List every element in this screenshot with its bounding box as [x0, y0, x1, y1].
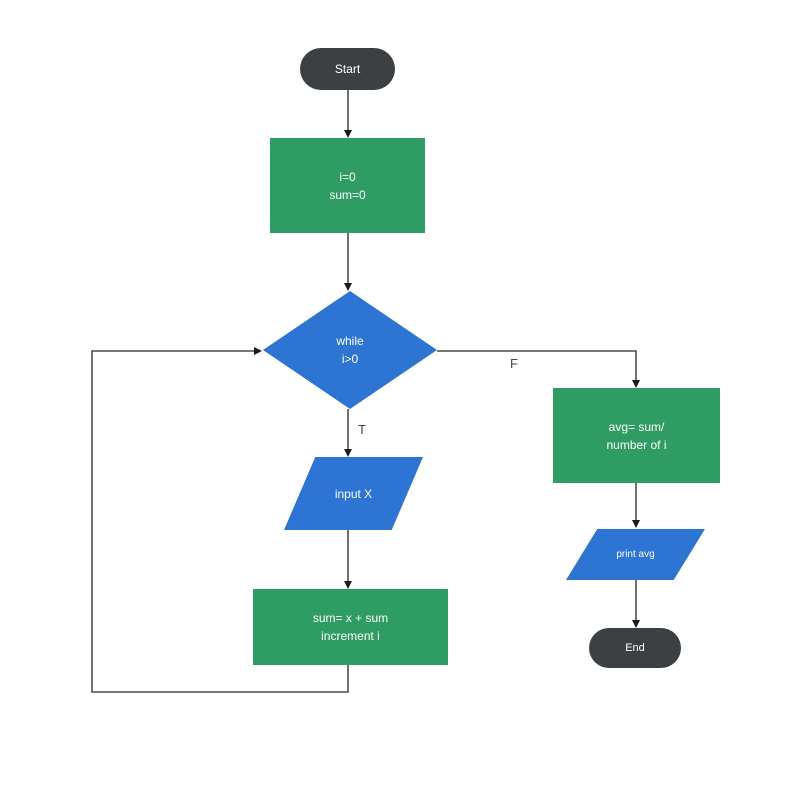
node-avg-label: avg= sum/ number of i	[606, 419, 667, 452]
node-input-x[interactable]: input X	[284, 457, 423, 530]
node-init-label: i=0 sum=0	[329, 169, 366, 202]
node-print-avg-label: print avg	[616, 549, 655, 560]
edge-label-true: T	[358, 422, 366, 437]
node-while-decision[interactable]: while i>0	[263, 291, 437, 409]
node-sum[interactable]: sum= x + sum increment i	[253, 589, 448, 665]
node-end[interactable]: End	[589, 628, 681, 668]
node-avg[interactable]: avg= sum/ number of i	[553, 388, 720, 483]
edge-label-false: F	[510, 356, 518, 371]
node-input-x-label: input X	[334, 486, 373, 501]
node-end-label: End	[625, 641, 645, 654]
node-print-avg[interactable]: print avg	[566, 529, 705, 580]
node-start-label: Start	[334, 62, 361, 76]
node-sum-label: sum= x + sum increment i	[312, 611, 389, 643]
node-start[interactable]: Start	[300, 48, 395, 90]
node-while-decision-label: while i>0	[336, 334, 364, 366]
node-init[interactable]: i=0 sum=0	[270, 138, 425, 233]
edge-decision-to-avg-false	[437, 350, 640, 388]
